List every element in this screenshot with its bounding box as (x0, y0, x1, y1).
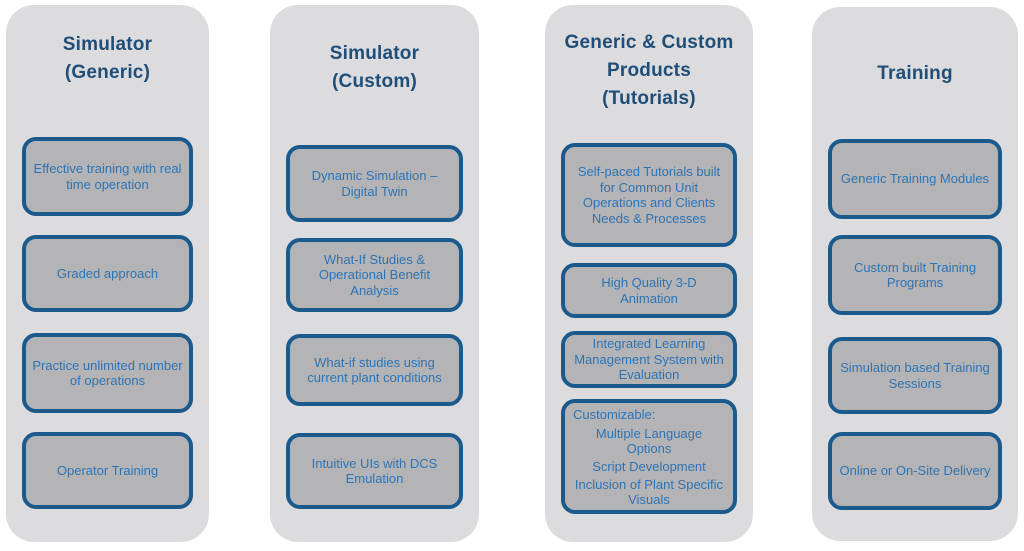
customizable-item-plant-specific-visuals: Inclusion of Plant Specific Visuals (574, 477, 724, 507)
feature-box-graded-approach: Graded approach (22, 235, 193, 312)
column-title-simulator-custom: Simulator (Custom) (329, 43, 420, 92)
column-title-simulator-generic: Simulator (Generic) (62, 34, 153, 83)
feature-box-what-if-current-plant: What-if studies using current plant cond… (286, 334, 463, 406)
customizable-item-multiple-language: Multiple Language Options (595, 426, 703, 456)
column-generic-custom-products: Generic & Custom Products (Tutorials) Se… (545, 5, 753, 542)
column-title-generic-custom-products: Generic & Custom Products (Tutorials) (564, 32, 734, 109)
customizable-item-script-development: Script Development (592, 459, 706, 474)
feature-box-custom-training-programs: Custom built Training Programs (828, 235, 1002, 315)
column-title-training: Training (877, 63, 953, 84)
feature-box-effective-training: Effective training with real time operat… (22, 137, 193, 216)
feature-box-operator-training: Operator Training (22, 432, 193, 509)
feature-box-simulation-based-training: Simulation based Training Sessions (828, 337, 1002, 414)
feature-box-intuitive-uis: Intuitive UIs with DCS Emulation (286, 433, 463, 509)
column-simulator-custom: Simulator (Custom) Dynamic Simulation – … (270, 5, 479, 542)
feature-box-online-onsite-delivery: Online or On-Site Delivery (828, 432, 1002, 510)
feature-box-self-paced-tutorials: Self-paced Tutorials built for Common Un… (561, 143, 737, 247)
feature-box-what-if-studies-benefit: What-If Studies & Operational Benefit An… (286, 238, 463, 312)
feature-box-practice-unlimited: Practice unlimited number of operations (22, 333, 193, 413)
customizable-heading: Customizable: (573, 407, 656, 422)
feature-box-dynamic-simulation: Dynamic Simulation – Digital Twin (286, 145, 463, 222)
feature-box-customizable: Customizable: Multiple Language Options … (561, 399, 737, 514)
column-simulator-generic: Simulator (Generic) Effective training w… (6, 5, 209, 542)
feature-box-integrated-lms: Integrated Learning Management System wi… (561, 331, 737, 388)
column-training: Training Generic Training Modules Custom… (812, 7, 1018, 541)
feature-box-generic-training-modules: Generic Training Modules (828, 139, 1002, 219)
feature-box-3d-animation: High Quality 3-D Animation (561, 263, 737, 318)
